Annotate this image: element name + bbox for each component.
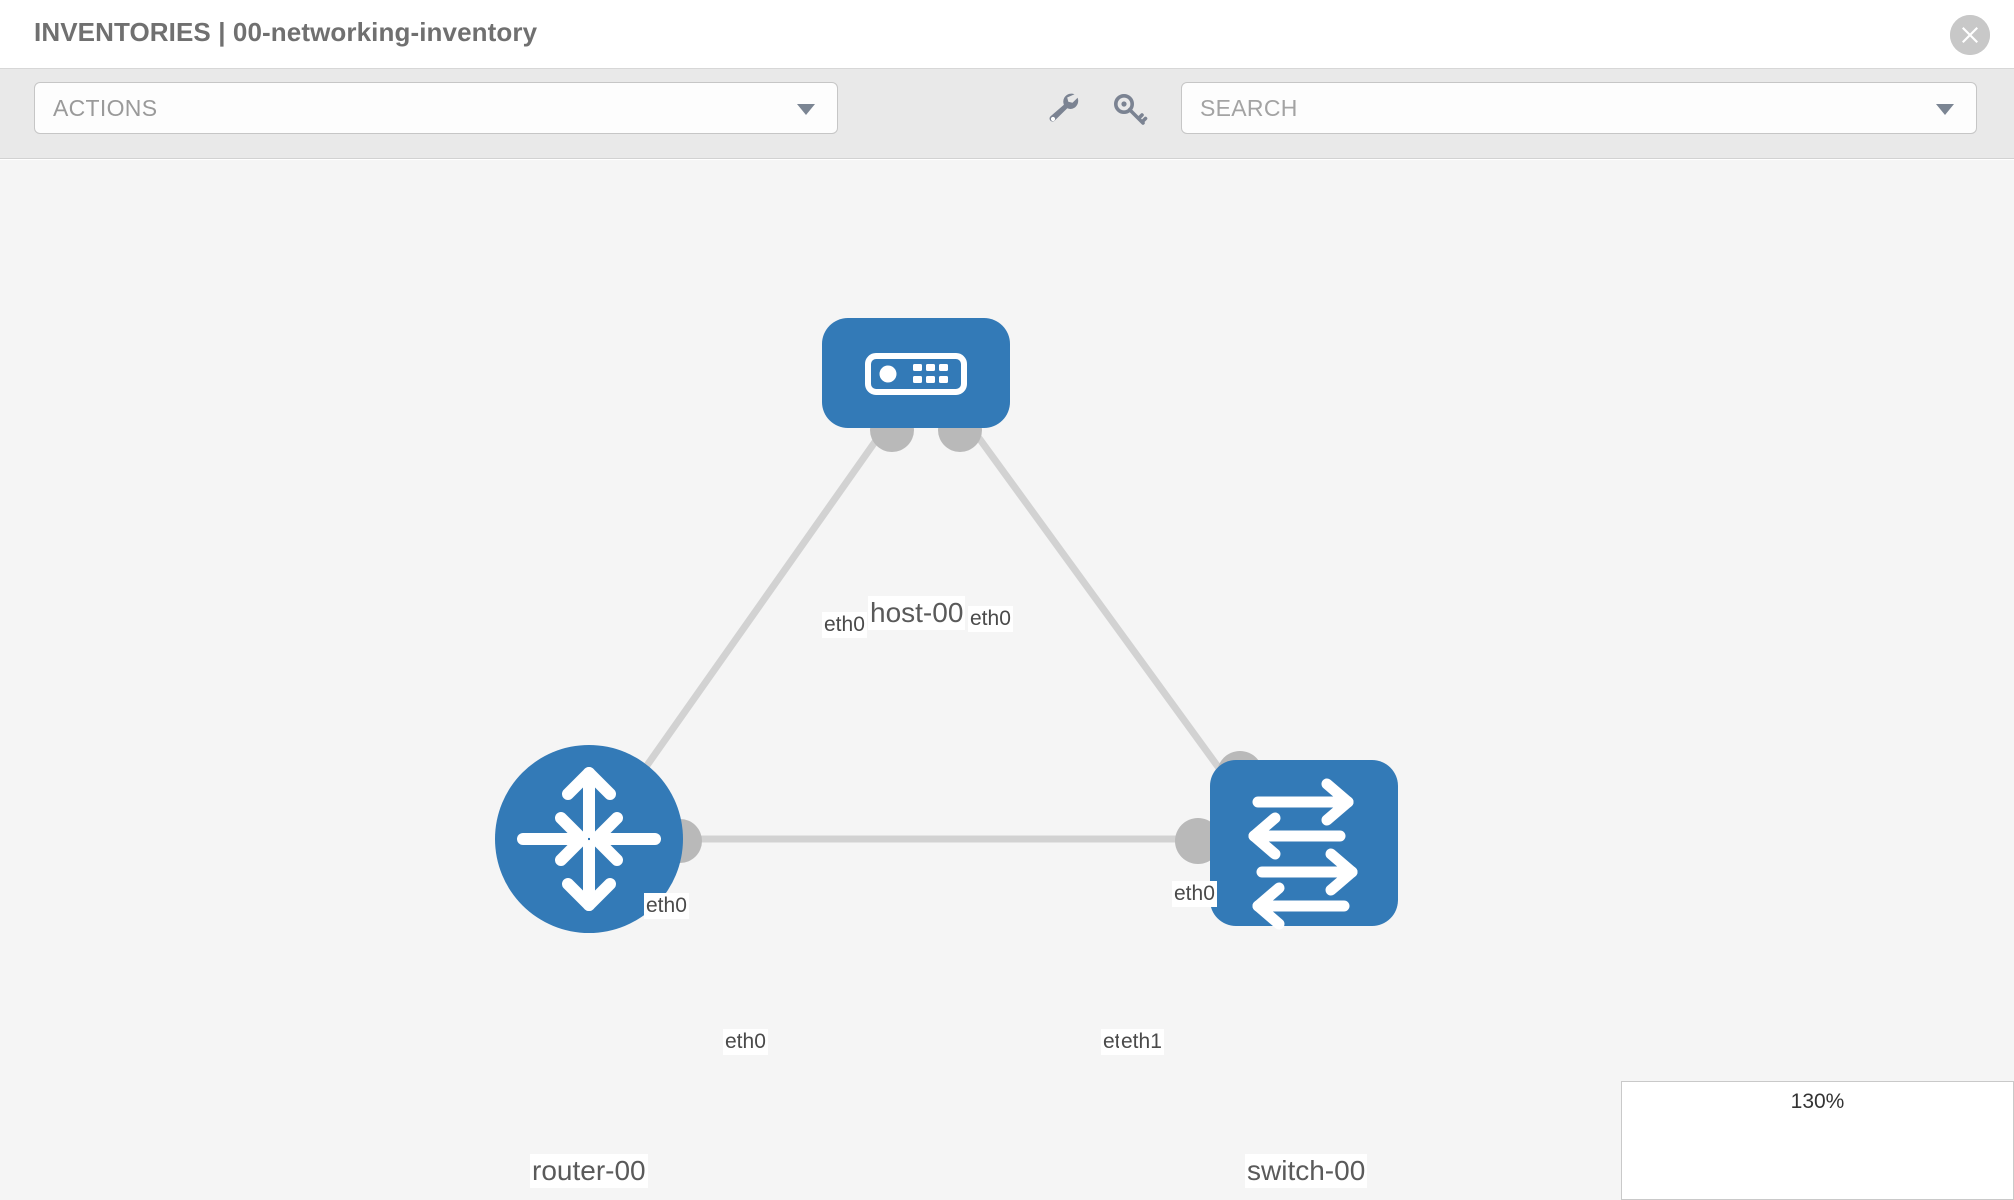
page-title: INVENTORIES | 00-networking-inventory xyxy=(34,17,538,47)
chevron-down-icon xyxy=(797,104,815,115)
zoom-control-panel: 130% xyxy=(1621,1081,2014,1200)
edge-label-switch-up: eth0 xyxy=(1172,881,1217,907)
page-header: INVENTORIES | 00-networking-inventory xyxy=(0,0,2014,69)
node-label-host-00: host-00 xyxy=(868,596,966,630)
edge-label-host-left: eth0 xyxy=(822,612,867,638)
search-input[interactable]: SEARCH xyxy=(1181,82,1977,134)
node-router-00 xyxy=(495,745,683,933)
topology-connectors xyxy=(658,408,1263,864)
edge-label-router-east: eth0 xyxy=(723,1029,768,1055)
search-placeholder: SEARCH xyxy=(1200,95,1298,121)
node-label-switch-00: switch-00 xyxy=(1245,1154,1368,1188)
close-icon[interactable] xyxy=(1950,15,1990,55)
key-icon[interactable] xyxy=(1111,90,1151,128)
zoom-level-label: 130% xyxy=(1790,1090,1845,1113)
topology-edges xyxy=(614,409,1251,843)
actions-dropdown[interactable]: ACTIONS xyxy=(34,82,838,134)
edge-label-switch-west: eth1 xyxy=(1119,1029,1164,1055)
connector-switch-west xyxy=(1175,818,1221,864)
edge-host-switch xyxy=(957,409,1251,811)
chevron-down-icon[interactable] xyxy=(1936,104,1954,115)
topology-canvas[interactable]: host-00 router-00 switch-00 eth0 eth0 et… xyxy=(0,160,2014,1200)
node-label-router-00: router-00 xyxy=(530,1154,648,1188)
node-host-00 xyxy=(822,318,1010,428)
edge-label-host-right: eth0 xyxy=(968,606,1013,632)
edge-label-router-up: eth0 xyxy=(644,893,689,919)
edge-host-router xyxy=(614,409,899,811)
node-switch-00 xyxy=(1210,760,1398,930)
wrench-icon[interactable] xyxy=(1043,90,1083,128)
actions-dropdown-label: ACTIONS xyxy=(53,95,158,121)
